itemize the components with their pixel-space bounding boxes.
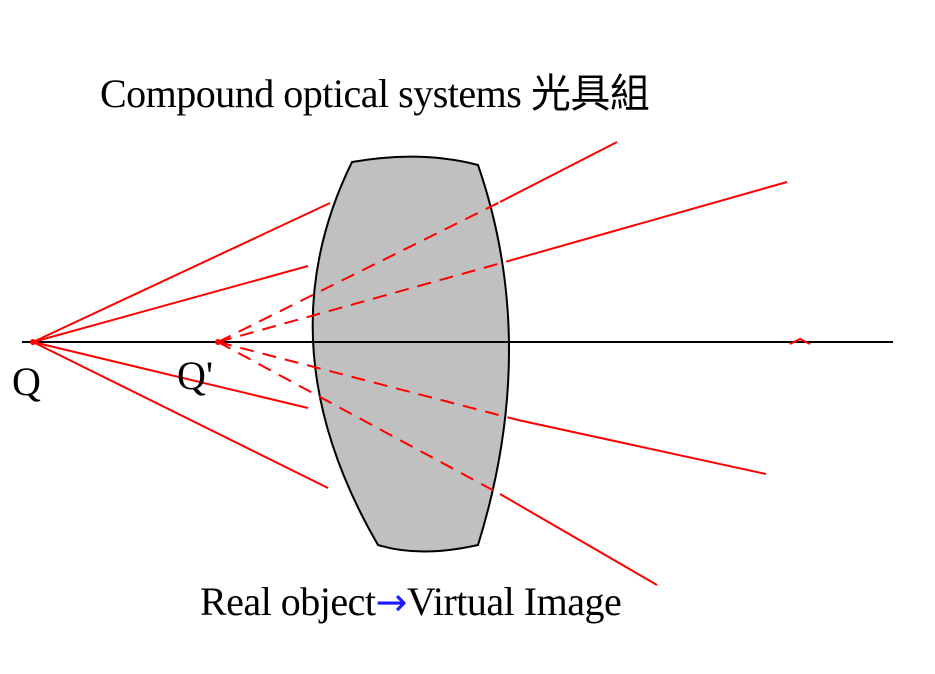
virtual-ray-2 [217, 259, 513, 343]
axis-marker [789, 337, 811, 345]
object-point-label: Q [12, 359, 41, 404]
diagram-title: Compound optical systems 光具組 [100, 71, 650, 116]
image-point-dot [215, 339, 221, 345]
object-point-dot [30, 339, 36, 345]
incident-ray-4 [32, 341, 329, 489]
virtual-ray-3 [217, 341, 519, 421]
caption-real-object: Real object [200, 579, 376, 624]
incident-ray-2 [32, 265, 309, 343]
image-point-label: Q' [177, 353, 214, 398]
virtual-extensions [217, 201, 519, 495]
virtual-ray-4 [217, 341, 501, 495]
incident-rays [32, 202, 331, 489]
incident-ray-3 [32, 341, 309, 409]
caption-virtual-image: Virtual Image [406, 579, 622, 624]
emergent-ray-2 [511, 181, 788, 261]
emergent-ray-4 [499, 493, 658, 586]
diagram-caption: Real object→Virtual Image [200, 578, 622, 626]
emergent-ray-3 [517, 419, 767, 475]
lens [311, 155, 510, 553]
emergent-rays [499, 141, 788, 586]
incident-ray-1 [32, 202, 331, 343]
right-arrow-icon: → [375, 580, 408, 624]
virtual-ray-1 [217, 201, 501, 343]
emergent-ray-1 [499, 141, 618, 203]
